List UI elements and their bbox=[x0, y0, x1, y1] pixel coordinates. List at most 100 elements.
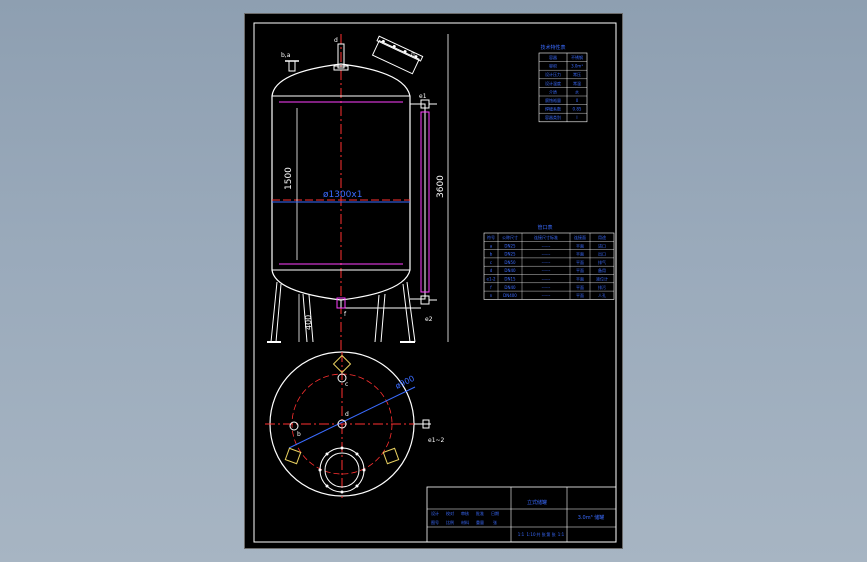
outlet-f bbox=[336, 297, 346, 309]
tech-cell-value: 水 bbox=[575, 88, 579, 94]
tech-cell-label: 设计温度 bbox=[545, 80, 561, 86]
nozzle-cell: e1-2 bbox=[487, 277, 496, 282]
nozzle-ba bbox=[288, 60, 296, 72]
plan-leg-left bbox=[284, 447, 302, 465]
nozzle-cell: b bbox=[490, 252, 493, 257]
nozzle-cell: DN15 bbox=[504, 277, 516, 282]
right-legs bbox=[374, 281, 416, 343]
manhole-n bbox=[371, 35, 424, 75]
nozzle-cell: 进口 bbox=[598, 242, 606, 248]
nozzle-cell: DN400 bbox=[503, 293, 517, 298]
plan-manhole-bolts bbox=[318, 446, 366, 494]
nozzle-cell: c bbox=[490, 260, 492, 265]
nozzle-cell: a bbox=[490, 243, 493, 248]
dim-height: 1500 bbox=[284, 167, 294, 190]
nozzle-cell: ------ bbox=[542, 268, 551, 273]
nozzle-cell: 人孔 bbox=[598, 292, 606, 298]
title-cell-extra: 第 张 bbox=[546, 531, 555, 537]
nozzle-cell: ------ bbox=[542, 252, 551, 257]
left-legs bbox=[270, 281, 314, 343]
dim-leg: 400 bbox=[304, 315, 313, 330]
tech-cell-value: 常温 bbox=[573, 80, 581, 86]
label-b: b bbox=[297, 431, 301, 438]
level-gauge-pipe bbox=[410, 103, 426, 300]
tech-cell-label: 焊缝系数 bbox=[545, 106, 561, 112]
nozzle-cell: DN25 bbox=[504, 252, 516, 257]
nozzle-cell: 平面 bbox=[576, 293, 584, 298]
title-cell: 设计 bbox=[431, 510, 439, 516]
title-cell: 图号 bbox=[431, 519, 439, 525]
tech-cell-value: Ⅰ bbox=[576, 115, 577, 120]
title-cell: 校对 bbox=[446, 510, 454, 516]
tech-cell-value: 常压 bbox=[573, 71, 581, 77]
title-cell-extra: 共 张 bbox=[536, 531, 545, 537]
title-cell: 批准 bbox=[476, 510, 484, 516]
tech-cell-value: 3.0m³ bbox=[571, 64, 583, 69]
plan-nozzle-c bbox=[337, 373, 347, 383]
nozzle-cell: f bbox=[490, 285, 492, 290]
dim-diameter: ø1300x1 bbox=[323, 190, 362, 200]
plan-dim-line bbox=[288, 386, 416, 449]
label-n: n bbox=[411, 51, 415, 58]
nozzle-cell: 平面 bbox=[576, 268, 584, 273]
plan-nozzle-b bbox=[289, 421, 299, 431]
tech-table-title: 技术特性表 bbox=[540, 44, 565, 51]
nozzle-cell: DN50 bbox=[504, 260, 516, 265]
tech-cell-label: 设计压力 bbox=[545, 71, 561, 77]
outlet-f-pipe bbox=[340, 300, 421, 309]
label-d-plan: d bbox=[345, 411, 349, 418]
title-cell: 审核 bbox=[461, 510, 469, 516]
nozzle-header: 公称尺寸 bbox=[502, 234, 518, 240]
drawing-frame bbox=[253, 22, 617, 543]
nozzle-cell: 出口 bbox=[598, 251, 606, 257]
title-cell: 重量 bbox=[476, 519, 484, 525]
label-e1-2: e1~2 bbox=[428, 437, 445, 444]
label-ba: b,a bbox=[281, 52, 291, 59]
nozzle-table-title: 管口表 bbox=[537, 224, 552, 231]
tech-cell-value: 0 bbox=[576, 98, 579, 103]
plan-leg-right bbox=[382, 447, 400, 465]
nozzle-header: 符号 bbox=[487, 234, 495, 240]
tech-cell-label: 介质 bbox=[549, 88, 557, 94]
level-gauge-glass bbox=[420, 111, 430, 293]
nozzle-cell: 排气 bbox=[598, 259, 606, 265]
nozzle-cell: n bbox=[490, 293, 493, 298]
title-cell: 日期 bbox=[491, 510, 499, 516]
plan-manhole-inner bbox=[324, 452, 360, 488]
nozzle-cell: ------ bbox=[542, 260, 551, 265]
tech-cell-value: 0.85 bbox=[573, 107, 582, 112]
vessel-drawing: b,a d n e1 1500 ø1300x1 3600 400 f e2 c … bbox=[253, 22, 617, 543]
plan-gauge-valve bbox=[422, 419, 430, 429]
tech-cell-label: 腐蚀裕量 bbox=[545, 97, 561, 103]
nozzle-cell: 平面 bbox=[576, 243, 584, 248]
title-cell-extra: 1:1 bbox=[518, 532, 525, 537]
label-e1: e1 bbox=[419, 93, 427, 100]
nozzle-cell: 液位计 bbox=[596, 276, 608, 282]
label-c: c bbox=[345, 381, 348, 388]
tech-cell-label: 容器 bbox=[549, 54, 557, 60]
title-drawing-name: 3.0m³ 储罐 bbox=[578, 514, 604, 521]
title-project: 立式储罐 bbox=[527, 499, 547, 506]
nozzle-cell: 备用 bbox=[598, 267, 606, 273]
nozzle-cell: 平面 bbox=[576, 252, 584, 257]
nozzle-cell: ------ bbox=[542, 243, 551, 248]
plan-leg-top bbox=[332, 354, 352, 374]
dim-total: 3600 bbox=[436, 175, 446, 198]
nozzle-cell: DN40 bbox=[504, 268, 516, 273]
nozzle-cell: d bbox=[490, 268, 493, 273]
title-cell-extra: 1:10 bbox=[527, 532, 536, 537]
nozzle-cell: ------ bbox=[542, 293, 551, 298]
label-d-top: d bbox=[334, 37, 338, 44]
tech-cell-label: 容器类别 bbox=[545, 114, 561, 120]
nozzle-cell: DN40 bbox=[504, 285, 516, 290]
nozzle-d-flange bbox=[333, 65, 349, 71]
nozzle-cell: 平面 bbox=[576, 285, 584, 290]
tech-cell-value: 不锈钢 bbox=[571, 54, 583, 60]
tech-cell-label: 容积 bbox=[549, 63, 557, 69]
nozzle-header: 用途 bbox=[598, 234, 606, 240]
label-f: f bbox=[344, 311, 347, 318]
plan-nozzle-d bbox=[337, 419, 347, 429]
title-cell-extra: 1:1 bbox=[558, 532, 565, 537]
